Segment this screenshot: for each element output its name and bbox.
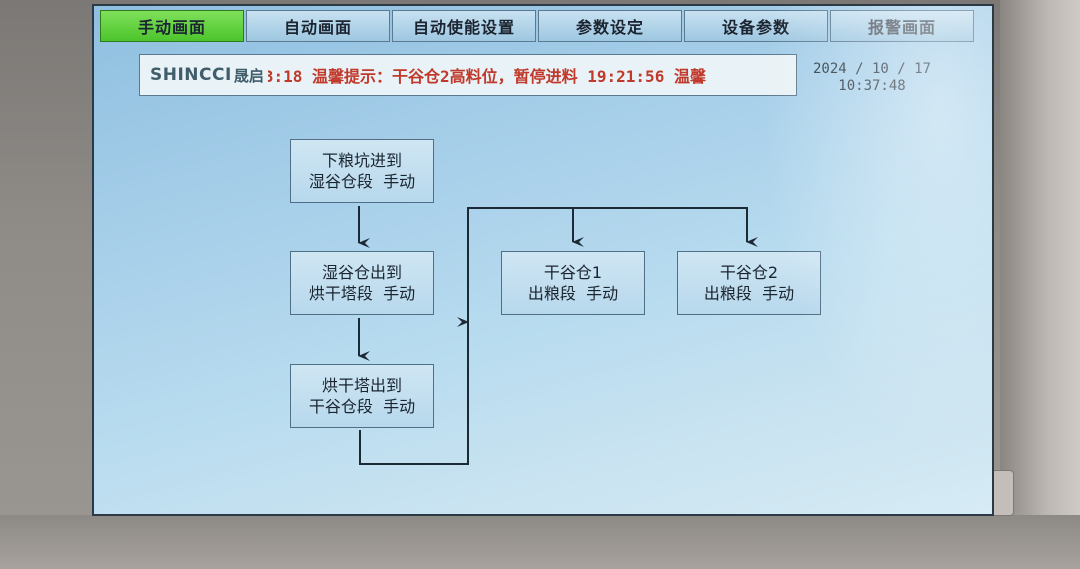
flow-connectors bbox=[358, 206, 758, 465]
box-line1: 干谷仓2 bbox=[719, 263, 779, 282]
tab-manual[interactable]: 手动画面 bbox=[100, 10, 244, 42]
button-dryer-to-dry-bin-manual[interactable]: 烘干塔出到 干谷仓段 手动 bbox=[290, 364, 434, 428]
connector-box3-out bbox=[359, 317, 469, 465]
datetime-display: 2024 / 10 / 17 10:37:48 bbox=[812, 61, 932, 95]
tab-label: 设备参数 bbox=[721, 18, 790, 37]
tab-label: 报警画面 bbox=[867, 18, 936, 37]
box-line2: 出粮段 手动 bbox=[703, 284, 795, 303]
box-line1: 下粮坑进到 bbox=[321, 151, 402, 170]
box-line1: 烘干塔出到 bbox=[321, 376, 402, 395]
box-line2: 湿谷仓段 手动 bbox=[308, 172, 416, 191]
scrolling-message: 3:18 温馨提示：干谷仓2高料位，暂停进料 19:21:56 温馨 bbox=[263, 67, 706, 86]
box-line1: 干谷仓1 bbox=[543, 263, 603, 282]
date-text: 2024 / 10 / 17 bbox=[812, 61, 931, 77]
logo-text: SHINCCI bbox=[150, 65, 232, 85]
button-dry-bin2-discharge-manual[interactable]: 干谷仓2 出粮段 手动 bbox=[677, 251, 821, 315]
tab-label: 自动画面 bbox=[283, 18, 352, 37]
logo-cn: 晟启 bbox=[233, 66, 264, 85]
tab-parameter-settings[interactable]: 参数设定 bbox=[538, 10, 682, 42]
tab-auto-enable-settings[interactable]: 自动使能设置 bbox=[392, 10, 536, 42]
time-text: 10:37:48 bbox=[838, 78, 906, 94]
box-line1: 湿谷仓出到 bbox=[321, 263, 402, 282]
box-line2: 干谷仓段 手动 bbox=[308, 397, 416, 416]
tab-label: 参数设定 bbox=[575, 18, 644, 37]
button-wet-bin-to-dryer-manual[interactable]: 湿谷仓出到 烘干塔段 手动 bbox=[290, 251, 434, 315]
tab-alarm[interactable]: 报警画面 bbox=[830, 10, 974, 42]
box-line2: 出粮段 手动 bbox=[527, 284, 619, 303]
tab-label: 手动画面 bbox=[137, 18, 206, 37]
tab-label: 自动使能设置 bbox=[412, 18, 515, 37]
alarm-banner: SHINCCI 晟启 3:18 温馨提示：干谷仓2高料位，暂停进料 19:21:… bbox=[139, 54, 797, 96]
hmi-screen: 手动画面 自动画面 自动使能设置 参数设定 设备参数 报警画面 SHINCCI … bbox=[92, 4, 994, 516]
tab-auto[interactable]: 自动画面 bbox=[246, 10, 390, 42]
button-dry-bin1-discharge-manual[interactable]: 干谷仓1 出粮段 手动 bbox=[501, 251, 645, 315]
bezel-bottom-edge bbox=[0, 515, 1080, 569]
nav-tabs: 手动画面 自动画面 自动使能设置 参数设定 设备参数 报警画面 bbox=[100, 10, 974, 42]
tab-device-parameters[interactable]: 设备参数 bbox=[684, 10, 828, 42]
button-pit-to-wet-bin-manual[interactable]: 下粮坑进到 湿谷仓段 手动 bbox=[290, 139, 434, 203]
box-line2: 烘干塔段 手动 bbox=[308, 284, 416, 303]
brand-logo: SHINCCI 晟启 bbox=[140, 55, 268, 95]
